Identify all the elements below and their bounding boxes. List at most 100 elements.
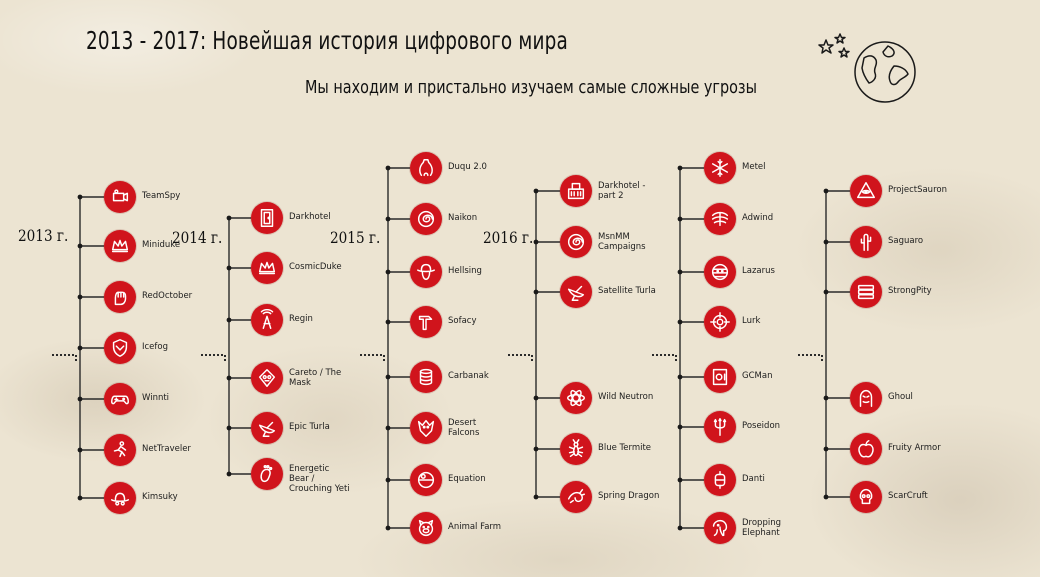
branch-dot [77,396,83,402]
threat-label: Danti [742,474,765,484]
crosshair-icon [704,306,736,338]
branch-dot [385,525,391,531]
branch-dot [823,289,829,295]
crown-icon [251,252,283,284]
shield-icon [104,332,136,364]
threat-label: Energetic Bear / Crouching Yeti [289,464,350,494]
branch-dot [677,525,683,531]
branch-dot [677,165,683,171]
branch-dot [677,477,683,483]
branch-dot [823,239,829,245]
branch-dot [385,374,391,380]
threat-label: Spring Dragon [598,491,660,501]
branch-dot [677,269,683,275]
coins-icon [410,361,442,393]
fist-icon [104,281,136,313]
elephant-icon [704,512,736,544]
threat-label: Hellsing [448,266,482,276]
threat-label: Kimsuky [142,492,178,502]
branch-dot [77,345,83,351]
threat-label: Careto / The Mask [289,368,342,388]
branch-dot [533,494,539,500]
branch-dot [385,216,391,222]
threat-label: Desert Falcons [448,418,480,438]
threat-label: Dropping Elephant [742,518,781,538]
threat-label: Carbanak [448,371,489,381]
hammer-icon [410,306,442,338]
atom-icon [560,382,592,414]
branch-dot [226,265,232,271]
falcon-icon [410,412,442,444]
antenna-icon [251,304,283,336]
threat-label: Fruity Armor [888,443,941,453]
branch-dot [385,269,391,275]
threat-label: Animal Farm [448,522,502,532]
branch-dot [533,239,539,245]
swirl-icon [560,226,592,258]
branch-dot [77,447,83,453]
branch-dot [77,243,83,249]
bottle-icon [410,152,442,184]
branch-dot [226,471,232,477]
threat-label: Adwind [742,213,774,223]
termite-icon [560,433,592,465]
threat-label: Icefog [142,342,168,352]
branch-dot [677,216,683,222]
branch-dot [823,446,829,452]
page-title: 2013 - 2017: Новейшая история цифрового … [86,26,568,55]
threat-label: Wild Neutron [598,392,654,402]
threat-label: Lurk [742,316,761,326]
swirl-icon [410,203,442,235]
building-icon [560,175,592,207]
threat-label: Blue Termite [598,443,652,453]
threat-label: Ghoul [888,392,913,402]
threat-label: ProjectSauron [888,185,947,195]
branch-dot [226,375,232,381]
threat-label: Epic Turla [289,422,330,432]
skull-icon [850,481,882,513]
threat-label: CosmicDuke [289,262,342,272]
threat-label: Regin [289,314,313,324]
threat-label: Duqu 2.0 [448,162,487,172]
year-label: 2013 г. [18,226,69,245]
threat-label: Darkhotel [289,212,331,222]
year-label: 2015 г. [330,228,381,247]
threat-label: Lazarus [742,266,775,276]
safe-icon [704,361,736,393]
threat-label: TeamSpy [142,191,181,201]
branch-dot [77,495,83,501]
branch-dot [226,215,232,221]
threat-label: Saguaro [888,236,924,246]
fruit-icon [850,433,882,465]
dragon-icon [560,481,592,513]
deathstar-icon [410,464,442,496]
hat-icon [104,482,136,514]
branch-dot [823,494,829,500]
year-label: 2016 г. [483,228,534,247]
threat-label: Satellite Turla [598,286,656,296]
threat-label: MsnMM Campaigns [598,232,646,252]
branch-dot [533,289,539,295]
mummy-icon [704,256,736,288]
branch-dot [677,424,683,430]
satellite-dish-icon [251,412,283,444]
threat-label: Winnti [142,393,170,403]
branch-dot [77,194,83,200]
branch-dot [77,294,83,300]
branch-dot [677,319,683,325]
runner-icon [104,434,136,466]
threat-label: GCMan [742,371,773,381]
branch-dot [385,425,391,431]
ghoul-icon [850,382,882,414]
wind-icon [704,203,736,235]
threat-label: Equation [448,474,486,484]
threat-label: Darkhotel - part 2 [598,181,646,201]
stack-icon [850,276,882,308]
threat-label: NetTraveler [142,444,191,454]
lantern-icon [704,464,736,496]
mask-icon [251,362,283,394]
threat-label: Sofacy [448,316,477,326]
branch-dot [385,165,391,171]
threat-label: Naikon [448,213,478,223]
